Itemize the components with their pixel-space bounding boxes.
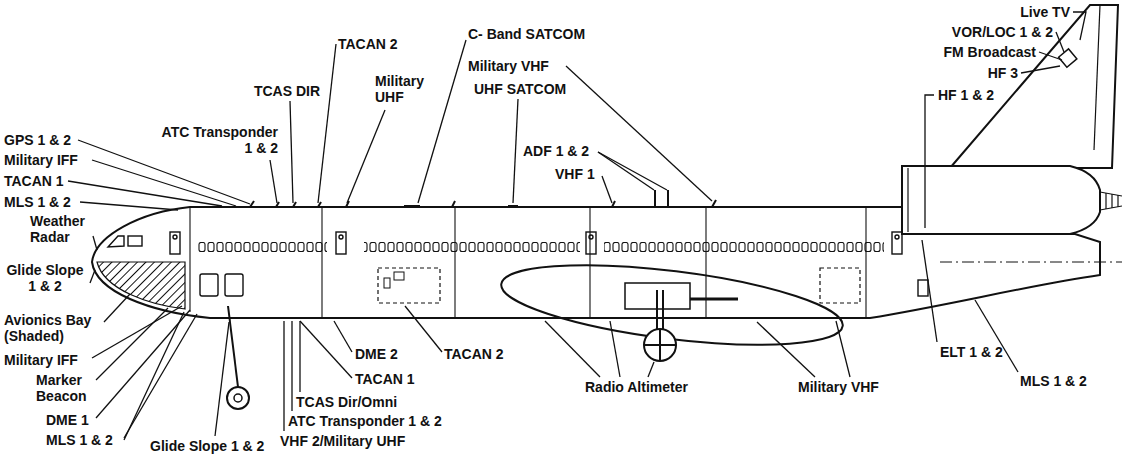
antenna-label: Weather Radar	[30, 213, 90, 245]
antenna-blades	[250, 190, 716, 318]
engine-exhaust	[1100, 192, 1122, 210]
nose-gear-strut	[228, 306, 238, 387]
window-row	[197, 242, 327, 254]
antenna-label: Marker Beacon	[36, 372, 96, 404]
window-row	[604, 242, 884, 254]
antenna-label: Glide Slope 1 & 2	[150, 438, 264, 454]
antenna-label: Live TV	[990, 4, 1070, 20]
main-wheel	[644, 329, 676, 361]
engine-inlet	[907, 168, 908, 232]
antenna-label: ATC Transponder 1 & 2	[150, 124, 278, 156]
avionics-bay-shading	[97, 262, 185, 309]
equipment-box	[378, 268, 440, 303]
antenna-label: ADF 1 & 2	[523, 143, 589, 159]
fin-antenna	[1059, 49, 1077, 67]
antenna-label: Military UHF	[375, 73, 441, 105]
nose-wheel	[227, 387, 249, 409]
antenna-label: HF 1 & 2	[938, 87, 994, 103]
antenna-label: HF 3	[958, 65, 1018, 81]
nose-wheel	[234, 394, 242, 402]
antenna-label: DME 1	[46, 412, 89, 428]
antenna-label: Radio Altimeter	[585, 379, 688, 395]
antenna-label: UHF SATCOM	[474, 81, 566, 97]
equipment-box	[820, 268, 860, 303]
antenna-label: VHF 2/Military UHF	[280, 433, 405, 449]
window-row	[364, 242, 580, 254]
antenna-label: MLS 1 & 2	[4, 194, 71, 210]
doors	[170, 232, 928, 296]
antenna-label: ELT 1 & 2	[940, 344, 1003, 360]
antenna-label: MLS 1 & 2	[1020, 373, 1087, 389]
antenna-label: TACAN 2	[444, 346, 504, 362]
antenna-label: GPS 1 & 2	[4, 132, 71, 148]
antenna-label: Military IFF	[4, 152, 78, 168]
antenna-label: FM Broadcast	[906, 44, 1036, 60]
antenna-label: Avionics Bay (Shaded)	[4, 312, 104, 344]
antenna-label: TACAN 1	[4, 173, 64, 189]
cockpit-window	[128, 236, 142, 246]
antenna-label: VOR/LOC 1 & 2	[923, 24, 1053, 40]
fin-rudder-line	[1094, 5, 1100, 150]
antenna-label: C- Band SATCOM	[468, 26, 585, 42]
antenna-label: Military VHF	[468, 58, 549, 74]
antenna-label: Military IFF	[4, 352, 78, 368]
antenna-label: Glide Slope 1 & 2	[2, 262, 88, 294]
antenna-label: DME 2	[355, 346, 398, 362]
antenna-label: TCAS DIR	[240, 83, 320, 99]
antenna-label: VHF 1	[555, 166, 595, 182]
antenna-label: TACAN 2	[338, 36, 398, 52]
antenna-label: TACAN 1	[355, 371, 415, 387]
centerline	[940, 262, 1122, 263]
antenna-label: TCAS Dir/Omni	[296, 394, 397, 410]
main-wheel	[659, 329, 661, 361]
antenna-label: MLS 1 & 2	[46, 432, 113, 448]
tail-engine	[902, 166, 1100, 234]
equipment-box	[384, 278, 390, 288]
antenna-label: Military VHF	[798, 379, 879, 395]
leader-lines	[68, 12, 1086, 440]
gear-door	[690, 298, 738, 301]
frame-lines	[190, 207, 866, 318]
equipment-box	[394, 272, 404, 280]
antenna-label: ATC Transponder 1 & 2	[288, 413, 442, 429]
cockpit-window	[108, 236, 124, 247]
